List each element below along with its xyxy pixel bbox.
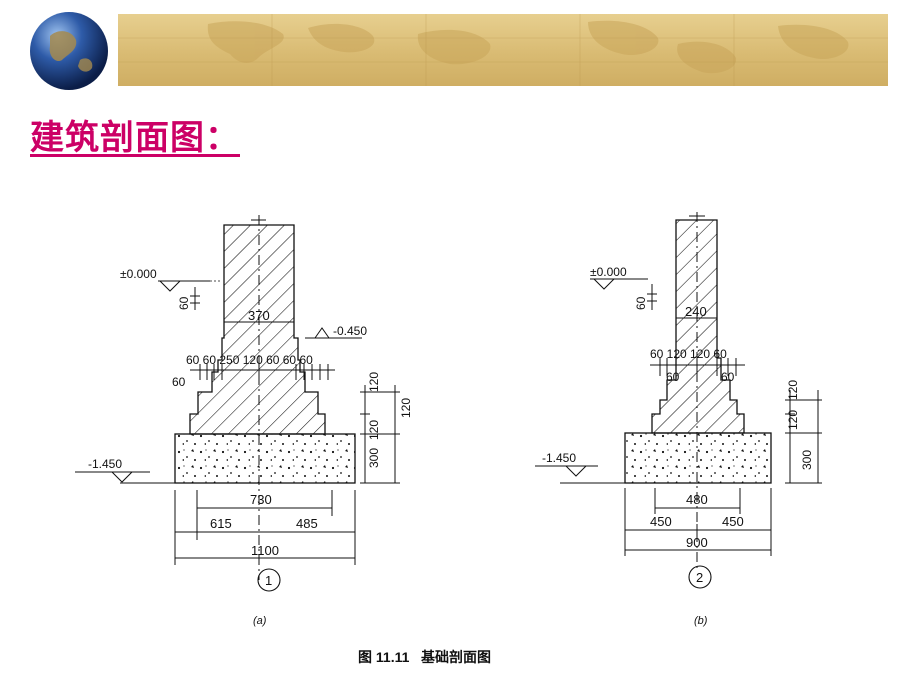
panel-b-wall-footing — [651, 219, 745, 434]
panel-a-dim-730: 730 — [250, 492, 272, 507]
panel-a-dim-1100: 1100 — [251, 543, 279, 558]
panel-b-concrete-base — [624, 432, 772, 484]
panel-a-dim-120c: 120 — [367, 420, 381, 440]
panel-a-dim-615: 615 — [210, 516, 232, 531]
panel-a-dim-300: 300 — [367, 448, 381, 468]
panel-a-dim-steps: 60 60 250 120 60 60 60 — [186, 353, 313, 367]
panel-b-dim-step-right: 60 — [721, 370, 735, 384]
panel-b-dim-450b: 450 — [722, 514, 744, 529]
panel-a-dim-120a: 120 — [367, 372, 381, 392]
panel-a-dim-485: 485 — [296, 516, 318, 531]
panel-b-dim-900: 900 — [686, 535, 708, 550]
header-band — [0, 0, 920, 92]
panel-a-dim-120b: 120 — [399, 398, 413, 418]
panel-b-axis-marker: 2 — [696, 570, 703, 585]
panel-b — [535, 212, 822, 589]
panel-a-elev-top: ±0.000 — [120, 267, 157, 281]
panel-a — [75, 215, 400, 592]
page-title: 建筑剖面图： — [30, 118, 240, 158]
globe-icon — [28, 10, 110, 92]
panel-a-elev-mid: -0.450 — [333, 324, 367, 338]
panel-b-dim-steps: 60 120 120 60 — [650, 347, 727, 361]
panel-a-axis-marker: 1 — [265, 573, 272, 588]
panel-b-elev-top: ±0.000 — [590, 265, 627, 279]
panel-a-concrete-base — [174, 433, 356, 484]
panel-b-elev-bottom: -1.450 — [542, 451, 576, 465]
panel-a-dim-step-side: 60 — [172, 375, 186, 389]
panel-a-dim-wall: 370 — [248, 308, 270, 323]
panel-b-dim-step-left: 60 — [666, 370, 680, 384]
panel-b-dim-120a: 120 — [786, 380, 800, 400]
panel-b-dim-wall: 240 — [685, 304, 707, 319]
world-map-banner — [118, 14, 888, 86]
panel-a-elev-bottom: -1.450 — [88, 457, 122, 471]
panel-b-dim-300: 300 — [800, 450, 814, 470]
panel-b-dim-480: 480 — [686, 492, 708, 507]
panel-a-sublabel: (a) — [253, 615, 267, 627]
figure-caption: 图 11.11 基础剖面图 — [358, 649, 491, 665]
panel-b-sublabel: (b) — [694, 615, 708, 627]
world-map-decoration — [118, 14, 888, 86]
panel-a-wall-footing — [189, 224, 326, 435]
panel-b-dim-60-top: 60 — [634, 296, 648, 310]
panel-b-dim-120b: 120 — [786, 410, 800, 430]
panel-b-dim-450a: 450 — [650, 514, 672, 529]
panel-a-dim-60-top: 60 — [177, 296, 191, 310]
